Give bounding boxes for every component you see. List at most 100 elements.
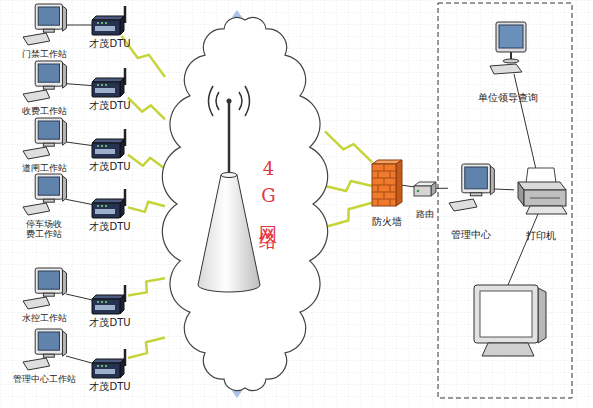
keyboard [23,147,50,159]
node-label: 才茂DTU [89,317,130,329]
monitor-screen [480,291,532,337]
node-shape [514,168,568,214]
dtu-led [105,145,107,147]
node-shape [92,76,128,98]
page-marker [232,10,242,17]
dtu-top [92,295,124,299]
monitor-body [35,329,62,354]
keyboard [490,64,522,74]
dtu-side [120,139,124,158]
wall-side [396,160,402,206]
node-label: 才茂DTU [89,161,130,173]
workstation-node: 停车场收 费工作站 [22,174,66,216]
dtu-panel [95,149,115,154]
signal-wave [245,86,250,116]
antenna-pole [228,103,231,174]
dtu-modem-node: 才茂DTU [92,137,128,159]
network-cloud: 4G网络 [165,8,325,400]
keyboard [23,297,50,309]
monitor-body [462,164,491,193]
cable-link [66,142,92,146]
monitor-side [62,120,66,145]
dtu-led [101,365,103,367]
large-monitor [474,285,538,343]
monitor-screen [38,121,59,139]
dtu-modem-node: 才茂DTU [92,14,128,36]
node-label: 防火墙 [372,216,402,228]
dtu-led [101,84,103,86]
monitor-body [496,22,526,52]
monitor-screen [38,332,59,350]
cable-link [66,84,92,86]
monitor-stand [43,143,54,146]
cable-link [66,199,92,204]
node-label: 水控工作站 [22,313,67,323]
base-station-tower [198,175,260,292]
query-terminal-node: 单位领导查询 [488,22,528,74]
wireless-link [325,181,372,191]
workstation-node: 管理中心工作站 [22,329,66,371]
firewall-node: 防火墙 [372,160,402,206]
node-shape [165,8,325,400]
dtu-led [97,365,99,367]
wireless-link [128,202,165,212]
dtu-top [92,199,124,203]
wireless-link [128,98,165,120]
signal-wave [216,92,219,110]
monitor-side [490,166,494,195]
monitor-screen [38,64,59,82]
dtu-top [92,359,124,363]
node-shape [22,329,66,371]
router-node: 路由 [414,181,436,196]
node-shape [92,137,128,159]
dtu-led [97,205,99,207]
monitor-side [62,270,66,295]
dtu-body [92,299,120,314]
cable-link [494,188,514,190]
dtu-led [105,22,107,24]
dtu-body [92,20,120,35]
dtu-body [92,82,120,97]
dtu-modem-node: 才茂DTU [92,357,128,379]
node-label: 停车场收 费工作站 [23,219,65,240]
keyboard [23,33,50,45]
dtu-led [97,301,99,303]
dtu-top [92,78,124,82]
monitor-screen [38,7,59,25]
monitor-screen [38,271,59,289]
monitor-body [35,118,62,143]
monitor-stand [43,29,54,32]
workstation-node: 收费工作站 [22,61,66,103]
dtu-led [97,145,99,147]
dtu-panel [95,305,115,310]
signal-wave [209,86,214,116]
dtu-led [101,301,103,303]
cable-link [66,356,92,363]
node-label: 才茂DTU [89,381,130,393]
dtu-led [105,365,107,367]
keyboard [23,203,50,215]
center-boundary [438,3,572,398]
wireless-link [128,337,165,358]
monitor-base [503,59,519,63]
node-shape [92,357,128,379]
wall-front [372,164,396,206]
node-shape [448,164,494,212]
workstation-node: 管理中心 [448,164,494,212]
dtu-led [101,205,103,207]
keyboard [23,90,50,102]
node-shape [414,181,436,196]
printer-side [518,182,524,206]
monitor-side [62,6,66,31]
wireless-link [128,278,165,295]
wireless-link [325,131,372,162]
cable-link [66,25,92,26]
dtu-panel [95,88,115,93]
monitor-body [35,174,62,199]
node-shape [92,197,128,219]
dtu-led [97,22,99,24]
dtu-body [92,363,120,378]
node-shape [22,174,66,216]
workstation-node: 道闸工作站 [22,118,66,160]
tower-top [221,173,237,178]
